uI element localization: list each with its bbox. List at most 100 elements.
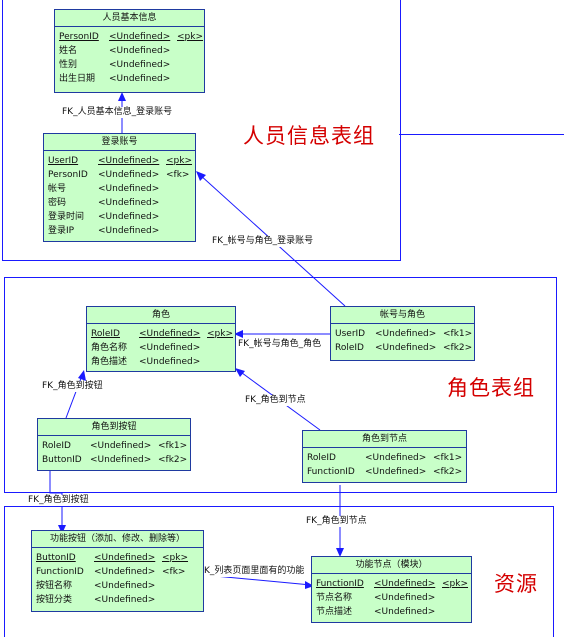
column-row: 登录时间<Undefined> xyxy=(48,210,191,224)
table-title: 登录账号 xyxy=(44,134,195,151)
column-type: <Undefined> xyxy=(365,467,427,477)
column-key: <fk> xyxy=(162,567,186,577)
table-title: 功能按钮（添加、修改、删除等） xyxy=(32,531,203,548)
column-row: 角色描述<Undefined> xyxy=(91,355,231,369)
link-rolebutton-button xyxy=(49,470,63,530)
group-resource-frame xyxy=(4,506,554,637)
column-name: FunctionID xyxy=(36,567,84,577)
column-name: FunctionID xyxy=(316,579,364,589)
column-type: <Undefined> xyxy=(98,198,160,208)
column-row: RoleID<Undefined><fk1> xyxy=(307,451,462,465)
column-row: 帐号 <Undefined> xyxy=(48,182,191,196)
column-row: 出生日期<Undefined> xyxy=(59,72,200,86)
column-type: <Undefined> xyxy=(109,32,171,42)
column-type: <Undefined> xyxy=(94,553,156,563)
column-name: 登录IP xyxy=(48,226,75,236)
column-name: 密码 xyxy=(48,198,67,208)
table-rows: FunctionID<Undefined><pk>节点名称<Undefined>… xyxy=(312,574,471,622)
column-row: ButtonID <Undefined> <pk> xyxy=(36,551,199,565)
table-node[interactable]: 功能节点（模块） FunctionID<Undefined><pk>节点名称<U… xyxy=(311,556,472,623)
label-person-login: FK_人员基本信息_登录账号 xyxy=(62,107,173,118)
column-row: RoleID<Undefined><fk2> xyxy=(335,341,473,355)
column-row: UserID<Undefined><fk1> xyxy=(335,327,472,341)
column-type: <Undefined> xyxy=(375,329,437,339)
table-button[interactable]: 功能按钮（添加、修改、删除等） ButtonID <Undefined> <pk> F… xyxy=(31,530,204,612)
table-title: 角色 xyxy=(87,307,235,324)
column-row: 按钮分类<Undefined> xyxy=(36,593,199,607)
column-type: <Undefined> xyxy=(374,579,436,589)
column-type: <Undefined> xyxy=(90,455,152,465)
column-row: FunctionID <Undefined> <fk> xyxy=(36,565,199,579)
arrowhead-node-from-button xyxy=(305,581,314,589)
label-account-role: FK_帐号与角色_角色 xyxy=(238,339,322,350)
column-name: RoleID xyxy=(42,441,71,451)
table-title: 功能节点（模块） xyxy=(312,557,471,574)
table-rows: ButtonID <Undefined> <pk> FunctionID <Undefi… xyxy=(32,548,203,610)
column-key: <fk> xyxy=(166,170,190,180)
column-type: <Undefined> xyxy=(109,60,171,70)
column-type: <Undefined> xyxy=(374,593,436,603)
column-name: 按钮名称 xyxy=(36,581,73,591)
arrowhead-role-from-account xyxy=(234,330,243,338)
column-type: <Undefined> xyxy=(98,184,160,194)
table-rows: RoleID <Undefined> <fk1> ButtonID <Undefined… xyxy=(38,436,190,470)
column-key: <fk2> xyxy=(158,455,188,465)
group-person-frame xyxy=(2,0,401,261)
column-key: <pk> xyxy=(166,156,193,166)
table-login[interactable]: 登录账号 UserID<Undefined><pk>PersonID<Undef… xyxy=(43,133,196,242)
column-key: <fk2> xyxy=(433,467,463,477)
column-name: ButtonID xyxy=(42,455,82,465)
column-row: 角色名称<Undefined> xyxy=(91,341,231,355)
column-name: 节点描述 xyxy=(316,607,353,617)
column-type: <Undefined> xyxy=(94,595,156,605)
label-rolebutton-role: FK_角色到按钮 xyxy=(42,381,103,392)
column-type: <Undefined> xyxy=(94,581,156,591)
column-type: <Undefined> xyxy=(98,212,160,222)
column-key: <pk> xyxy=(162,553,189,563)
table-rows: UserID<Undefined><fk1>RoleID<Undefined><… xyxy=(331,324,474,358)
column-key: <fk2> xyxy=(443,343,473,353)
group-person-divider xyxy=(399,134,564,135)
column-row: 节点名称 <Undefined> xyxy=(316,591,467,605)
table-person[interactable]: 人员基本信息 PersonID<Undefined><pk>姓名<Undefin… xyxy=(54,9,205,93)
column-name: 性别 xyxy=(59,60,78,70)
column-row: FunctionID <Undefined> <fk2> xyxy=(307,465,462,479)
column-name: 节点名称 xyxy=(316,593,353,603)
column-row: PersonID<Undefined><pk> xyxy=(59,30,204,44)
column-row: PersonID <Undefined> <fk> xyxy=(48,168,191,182)
column-name: RoleID xyxy=(91,329,120,339)
arrowhead-role-from-button xyxy=(78,370,86,381)
column-type: <Undefined> xyxy=(109,46,171,56)
column-name: RoleID xyxy=(307,453,336,463)
arrowhead-role-from-node xyxy=(235,368,245,377)
column-key: <pk> xyxy=(177,32,204,42)
column-name: FunctionID xyxy=(307,467,355,477)
table-role-button[interactable]: 角色到按钮 RoleID<Undefined><fk1>ButtonID<Und… xyxy=(37,418,191,471)
group-person-label: 人员信息表组 xyxy=(243,124,375,148)
column-name: ButtonID xyxy=(36,553,76,563)
column-row: 密码 <Undefined> xyxy=(48,196,191,210)
table-title: 人员基本信息 xyxy=(55,10,204,27)
column-type: <Undefined> xyxy=(90,441,152,451)
label-rolenode-role: FK_角色到节点 xyxy=(245,395,306,406)
column-row: 性别 <Undefined> xyxy=(59,58,200,72)
group-resource-label: 资源 xyxy=(494,572,538,596)
table-account-role[interactable]: 帐号与角色 UserID<Undefined><fk1>RoleID<Undef… xyxy=(330,306,475,361)
column-row: 登录IP<Undefined> xyxy=(48,224,191,238)
column-type: <Undefined> xyxy=(94,567,156,577)
arrowhead-person xyxy=(118,92,126,101)
column-type: <Undefined> xyxy=(98,170,160,180)
column-name: 姓名 xyxy=(59,46,78,56)
column-key: <fk1> xyxy=(158,441,188,451)
arrowhead-button xyxy=(58,525,66,534)
column-type: <Undefined> xyxy=(109,74,171,84)
table-role-node[interactable]: 角色到节点 RoleID<Undefined><fk1>FunctionID<U… xyxy=(302,430,467,483)
column-name: PersonID xyxy=(48,170,88,180)
column-row: 节点描述<Undefined> xyxy=(316,605,467,619)
table-role[interactable]: 角色 RoleID<Undefined><pk>角色名称<Undefined>角… xyxy=(86,306,236,372)
column-name: 帐号 xyxy=(48,184,67,194)
group-role-label: 角色表组 xyxy=(447,376,535,400)
label-rolebutton-button: FK_角色到按钮 xyxy=(28,495,89,506)
